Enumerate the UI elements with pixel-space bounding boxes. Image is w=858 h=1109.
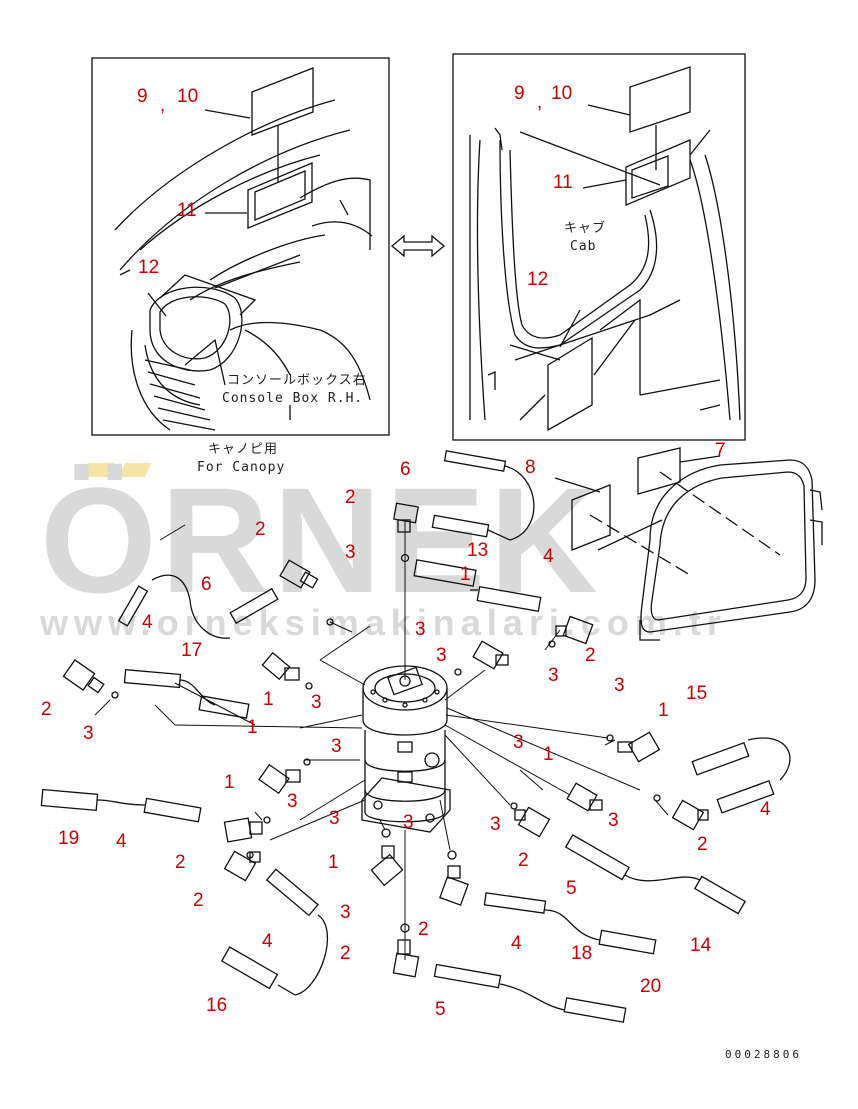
callout-label: 1 xyxy=(658,700,669,721)
console-caption-en: Console Box R.H. xyxy=(222,391,364,406)
callout-label: 4 xyxy=(262,931,273,952)
callout-label: 3 xyxy=(415,619,426,640)
callout-label: 9 xyxy=(137,86,148,107)
callout-label: 6 xyxy=(400,459,411,480)
fittings xyxy=(62,502,709,978)
callout-label: 20 xyxy=(640,976,662,997)
callout-label: 3 xyxy=(436,645,447,666)
callout-label: 3 xyxy=(608,810,619,831)
callout-label: 12 xyxy=(138,257,160,278)
cab-view xyxy=(452,53,746,441)
canopy-caption-en: For Canopy xyxy=(197,460,286,475)
callout-label: 7 xyxy=(715,440,726,461)
callout-label: 17 xyxy=(181,640,203,661)
callout-label: 2 xyxy=(175,852,186,873)
callout-label: 19 xyxy=(58,828,80,849)
callout-label: 3 xyxy=(331,736,342,757)
callout-label: 3 xyxy=(329,808,340,829)
callout-label: 2 xyxy=(345,487,356,508)
callout-label: 15 xyxy=(686,683,708,704)
callout-label: 2 xyxy=(518,850,529,871)
callout-label: 13 xyxy=(467,540,489,561)
callout-label: 11 xyxy=(177,200,197,221)
callout-label: 11 xyxy=(553,172,573,193)
callout-label: 1 xyxy=(460,564,471,585)
window-frame-view xyxy=(554,447,823,641)
callout-label: 2 xyxy=(340,943,351,964)
callout-label: 16 xyxy=(206,995,228,1016)
callout-label: 10 xyxy=(551,83,573,104)
callout-label: 4 xyxy=(142,612,153,633)
leader-lines xyxy=(94,520,669,960)
console-caption-jp: コンソールボックス右 xyxy=(227,373,367,388)
callout-label: 2 xyxy=(418,919,429,940)
watermark-url: www.orneksimakinalari.com.tr xyxy=(40,602,727,643)
callout-label: 2 xyxy=(193,890,204,911)
cab-caption-en: Cab xyxy=(570,239,597,254)
callout-label: 2 xyxy=(585,645,596,666)
canopy-console-view xyxy=(91,57,390,436)
callout-label: 1 xyxy=(543,744,554,765)
callout-label: 3 xyxy=(490,814,501,835)
callout-label: 4 xyxy=(116,831,127,852)
canopy-caption-jp: キャノピ用 xyxy=(208,442,279,457)
callout-label: 4 xyxy=(760,799,771,820)
cab-caption-jp: キャブ xyxy=(564,221,607,236)
callout-label: 4 xyxy=(511,933,522,954)
swivel-joint xyxy=(111,553,661,933)
hoses xyxy=(40,450,791,1023)
callout-label: 1 xyxy=(328,852,339,873)
callout-label: 5 xyxy=(566,878,577,899)
callout-label: 2 xyxy=(697,834,708,855)
callout-label: 6 xyxy=(201,574,212,595)
callout-label: 4 xyxy=(543,546,554,567)
callout-label: 1 xyxy=(247,717,258,738)
callout-label: 3 xyxy=(403,812,414,833)
callout-label: 18 xyxy=(571,943,593,964)
callout-label: 8 xyxy=(525,457,536,478)
callout-label: 9 xyxy=(514,83,525,104)
callout-label: 3 xyxy=(548,665,559,686)
callout-label: 2 xyxy=(41,699,52,720)
callout-label: 10 xyxy=(177,86,199,107)
callout-label: 3 xyxy=(513,732,524,753)
drawing-code: 00028806 xyxy=(725,1048,802,1061)
callout-label: , xyxy=(537,92,543,113)
callout-label: 3 xyxy=(614,675,625,696)
callout-label: 12 xyxy=(527,269,549,290)
callout-label: 3 xyxy=(311,692,322,713)
callout-label: 1 xyxy=(224,772,235,793)
callout-label: 14 xyxy=(690,935,712,956)
double-arrow-icon xyxy=(390,234,446,258)
callout-label: 3 xyxy=(287,791,298,812)
callout-label: 1 xyxy=(263,689,274,710)
callout-label: 3 xyxy=(83,723,94,744)
callout-label: 3 xyxy=(345,542,356,563)
callout-label: 5 xyxy=(435,999,446,1020)
callout-label: 2 xyxy=(255,519,266,540)
watermark-logo: ÖRNEK xyxy=(40,456,602,624)
callout-label: , xyxy=(160,95,166,116)
callout-label: 3 xyxy=(340,902,351,923)
